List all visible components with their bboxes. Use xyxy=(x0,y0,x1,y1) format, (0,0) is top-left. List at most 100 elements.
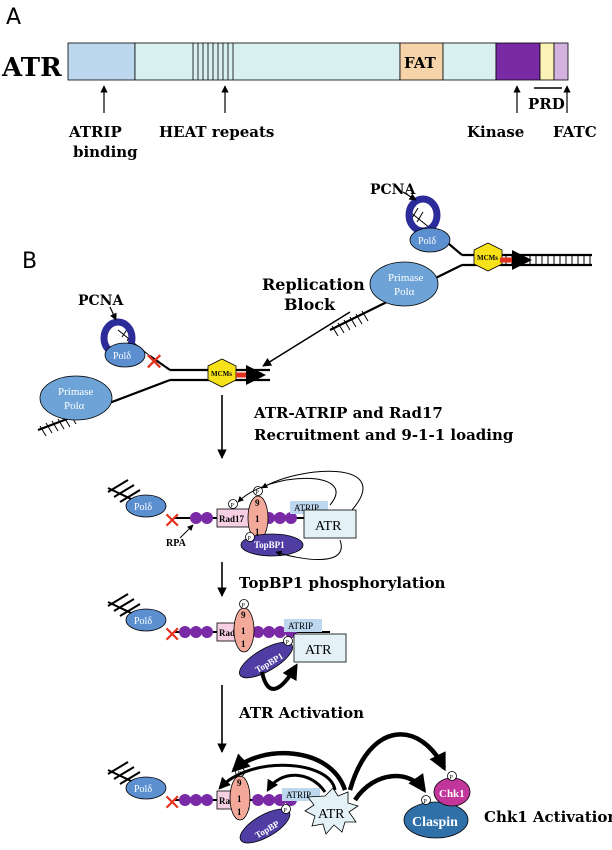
chk1-claspin: Claspin Chk1 P P xyxy=(403,771,471,839)
fat-label: FAT xyxy=(404,54,437,72)
phospho-p: P xyxy=(284,808,288,814)
claspin-label: Claspin xyxy=(412,815,458,830)
prd-domain xyxy=(539,42,555,81)
atr-2 xyxy=(293,633,347,663)
atrip-binding-label-line2: binding xyxy=(73,143,138,161)
phospho-p: P xyxy=(242,603,246,609)
step2-label: TopBP1 phosphorylation xyxy=(239,574,445,592)
phospho-p: P xyxy=(231,503,235,509)
block-x-3: ✕ xyxy=(163,623,181,648)
pol-delta-stalled-label: Polδ xyxy=(113,351,131,362)
block-x-2: ✕ xyxy=(163,509,181,534)
phospho-p: P xyxy=(424,799,428,805)
pol-delta-2 xyxy=(125,608,167,632)
nine-one-one-3-label-b: 1 xyxy=(237,794,242,804)
prd-label: PRD xyxy=(528,95,565,113)
primase-stalled-label: Primase xyxy=(58,386,94,398)
block-x-4: ✕ xyxy=(163,791,181,816)
phospho-p: P xyxy=(256,490,260,496)
atr-to-rad17-arrow xyxy=(218,763,337,791)
rpa-label: RPA xyxy=(166,538,187,549)
pol-delta-stalled xyxy=(104,342,146,368)
mcms-stalled xyxy=(207,358,237,388)
mcms-top-label: MCMs xyxy=(477,254,498,262)
domain-pointer-arrows xyxy=(100,85,571,113)
step3-label: ATR Activation xyxy=(238,704,364,722)
atr-1 xyxy=(303,509,357,539)
atr-complex-activated: Polδ ✕ Rad17 9 1 1 ATRIP ATR TopBP P P xyxy=(107,732,447,844)
atr-complex-phosphorylated: Polδ ✕ Rad17 9 1 1 ATRIP ATR TopBP1 P P xyxy=(107,593,347,691)
primase-top xyxy=(369,261,439,307)
normal-replication-fork: Polδ MCMs Primase Polα PCNA xyxy=(329,182,592,337)
replication-block-arrow xyxy=(262,311,351,367)
mcms-stalled-label: MCMs xyxy=(211,370,232,378)
nine-one-one-3-label-c: 1 xyxy=(237,807,242,817)
rad17-1-label: Rad17 xyxy=(219,514,245,524)
atr-to-911-arrow xyxy=(231,751,348,791)
pol-delta-top xyxy=(409,227,451,253)
mcms-top xyxy=(473,242,503,272)
topbp1-1 xyxy=(240,533,304,557)
fat-domain xyxy=(399,42,444,81)
stalled-replication-fork: Polδ ✕ MCMs Primase Polα PCNA xyxy=(37,293,270,437)
nine-one-one-1-label-b: 1 xyxy=(255,514,260,524)
nine-one-one-2-label-c: 1 xyxy=(241,639,246,649)
primase-top-label-2: Polα xyxy=(394,286,415,298)
atrip-3-label: ATRIP xyxy=(286,790,311,800)
panel-b-label: B xyxy=(22,249,37,274)
atrip-binding-domain xyxy=(67,42,136,81)
kinase-domain xyxy=(495,42,541,81)
primase-stalled-label-2: Polα xyxy=(64,400,85,412)
nine-one-one-2-label-a: 9 xyxy=(241,610,246,620)
nine-one-one-3-label-a: 9 xyxy=(237,778,242,788)
step1-label: ATR-ATRIP and Rad17 xyxy=(253,404,443,422)
atrip-1-label: ATRIP xyxy=(294,503,319,513)
block-x-1: ✕ xyxy=(144,348,164,376)
heat-repeats-label: HEAT repeats xyxy=(159,123,274,141)
primase-stalled xyxy=(39,375,113,421)
claspin xyxy=(403,801,469,839)
atr-to-claspin-arrow xyxy=(353,773,427,802)
phospho-p: P xyxy=(286,640,290,646)
nine-one-one-2-label-b: 1 xyxy=(241,626,246,636)
atr-body-domain xyxy=(134,42,401,81)
atr-to-topbp1-arrow xyxy=(266,773,327,793)
pol-delta-1-label: Polδ xyxy=(134,502,152,513)
rad17-2-label: Rad17 xyxy=(219,628,245,638)
atrip-2-label: ATRIP xyxy=(288,621,313,631)
atr-3-label: ATR xyxy=(318,807,345,822)
chk1-activation-label: Chk1 Activation xyxy=(484,808,612,826)
pol-delta-2-label: Polδ xyxy=(134,616,152,627)
nine-one-one-1-label-c: 1 xyxy=(255,527,260,537)
pol-delta-3-label: Polδ xyxy=(134,784,152,795)
pol-delta-1 xyxy=(125,494,167,518)
pcna-stalled-label: PCNA xyxy=(78,293,124,309)
phospho-p: P xyxy=(248,536,252,542)
primase-top-label: Primase xyxy=(388,272,424,284)
fatc-domain xyxy=(553,42,569,81)
atr-to-chk1-arrow xyxy=(347,732,447,791)
atr-domain-bar xyxy=(67,42,569,81)
heat-repeat-lines xyxy=(192,43,234,80)
atr-2-label: ATR xyxy=(305,643,332,658)
pol-delta-top-label: Polδ xyxy=(418,236,436,247)
panel-a-label: A xyxy=(6,5,21,30)
chk1-label: Chk1 xyxy=(439,788,465,800)
topbp1-1-label: TopBP1 xyxy=(254,540,285,550)
nine-one-one-1-label-a: 9 xyxy=(255,498,260,508)
replication-block-label-2: Block xyxy=(284,295,336,314)
kinase-label: Kinase xyxy=(467,123,524,141)
atr-complex-recruited: Polδ ✕ Rad17 9 1 1 ATRIP ATR TopBP1 P P … xyxy=(107,470,364,561)
step1-label-2: Recruitment and 9-1-1 loading xyxy=(254,426,514,444)
topbp1-2 xyxy=(239,641,293,679)
atr-3-activated xyxy=(304,787,359,835)
atrip-binding-label: ATRIP xyxy=(68,123,122,141)
atrip-2 xyxy=(284,619,322,632)
pol-delta-3 xyxy=(125,776,167,800)
fatc-label: FATC xyxy=(553,123,597,141)
atr-1-label: ATR xyxy=(315,519,342,534)
atr-linker-domain xyxy=(442,42,497,81)
pcna-top-label: PCNA xyxy=(370,182,416,198)
atr-protein-label: ATR xyxy=(1,53,62,83)
